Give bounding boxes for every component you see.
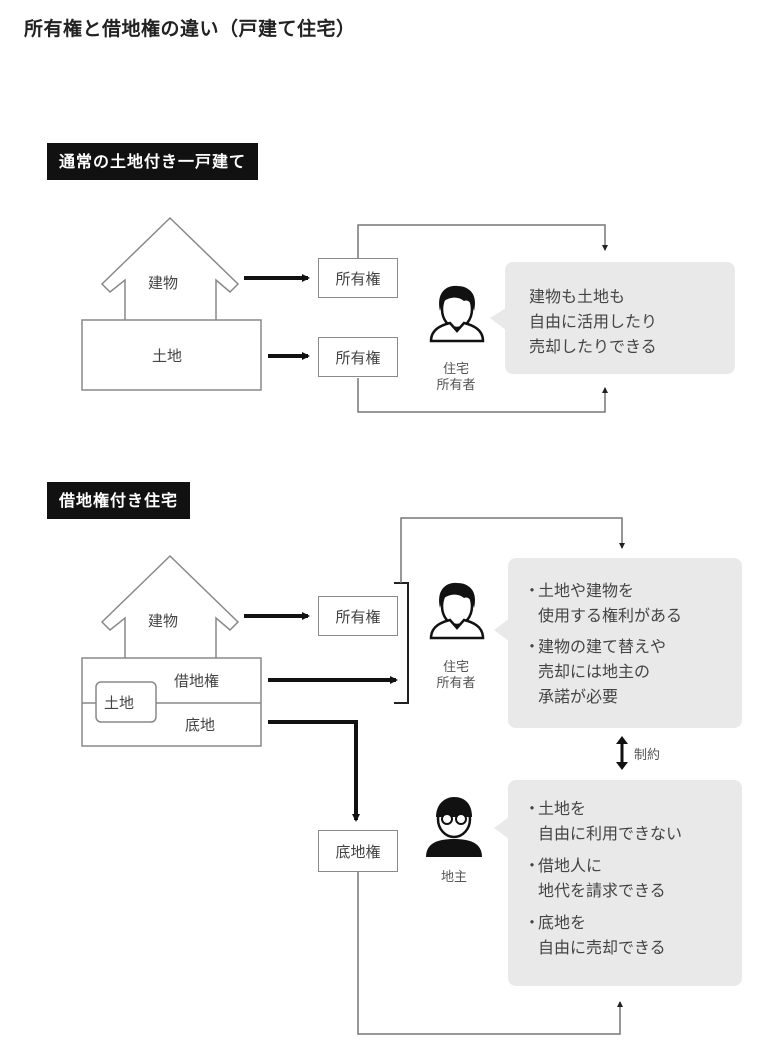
owner-label-line1: 住宅: [442, 660, 469, 675]
arrow-underlying-to-rights: [268, 720, 360, 822]
person-icon: [429, 285, 485, 343]
bubble-line: 土地を: [538, 799, 587, 818]
person-icon-owner-2: [429, 582, 485, 640]
bubble-line: 土地や建物を: [538, 581, 635, 600]
bubble-line: 底地を: [538, 913, 587, 932]
person-label-1: 住宅 所有者: [416, 362, 496, 394]
constraint-label: 制約: [634, 748, 661, 763]
underlying-right-box: 底地権: [318, 830, 398, 872]
speech-bubble-1: 建物も土地も 自由に活用したり 売却したりできる: [505, 262, 735, 374]
owner-label-2: 住宅 所有者: [416, 660, 496, 692]
bullet: ・: [524, 856, 541, 875]
bubble-item: ・ 底地を 自由に売却できる: [524, 910, 742, 960]
house-outline-1: [81, 216, 262, 391]
building-label-1: 建物: [148, 274, 179, 292]
bullet: ・: [524, 637, 541, 656]
owner-label-line2: 所有者: [436, 676, 476, 691]
ownership-box-building-1: 所有権: [318, 258, 398, 298]
bullet: ・: [524, 913, 541, 932]
bubble-item: ・ 借地人に 地代を請求できる: [524, 853, 742, 903]
leasehold-label: 借地権: [174, 672, 220, 690]
bubble-item: ・ 土地や建物を 使用する権利がある: [524, 578, 742, 628]
bubble-line: 自由に売却できる: [538, 938, 666, 957]
bubble-line: 地代を請求できる: [538, 881, 666, 900]
bullet: ・: [524, 799, 541, 818]
connector-top-1: [357, 224, 608, 258]
bubble-line: 自由に活用したり: [529, 312, 658, 331]
landlord-icon: [426, 797, 482, 857]
bubble-line: 売却には地主の: [538, 662, 651, 681]
person-label-line1: 住宅: [442, 362, 469, 377]
bubble-line: 建物も土地も: [529, 287, 626, 306]
speech-bubble-landlord: ・ 土地を 自由に利用できない ・ 借地人に 地代を請求できる ・ 底地を 自由…: [508, 780, 742, 986]
land-label-1: 土地: [152, 347, 183, 365]
bubble-line: 売却したりできる: [529, 337, 657, 356]
section-label-normal: 通常の土地付き一戸建て: [47, 143, 259, 180]
bubble-tail-2: [494, 618, 510, 642]
ownership-box-land-1: 所有権: [318, 337, 398, 377]
bubble-tail-1: [490, 308, 506, 330]
bubble-line: 借地人に: [538, 856, 603, 875]
person-label-line2: 所有者: [436, 378, 476, 393]
landlord-label: 地主: [440, 870, 467, 885]
bubble-line: 建物の建て替えや: [538, 637, 667, 656]
bubble-line: 承諾が必要: [538, 687, 619, 706]
bubble-line: 使用する権利がある: [538, 606, 683, 625]
speech-bubble-owner: ・ 土地や建物を 使用する権利がある ・ 建物の建て替えや 売却には地主の 承諾…: [508, 558, 742, 728]
section-label-leasehold: 借地権付き住宅: [47, 482, 191, 519]
bullet: ・: [524, 581, 541, 600]
page-title: 所有権と借地権の違い（戸建て住宅）: [24, 18, 356, 40]
bubble-tail-3: [494, 816, 510, 840]
building-label-2: 建物: [148, 612, 179, 630]
bubble-item: ・ 建物の建て替えや 売却には地主の 承諾が必要: [524, 634, 742, 709]
bubble-line: 自由に利用できない: [538, 824, 683, 843]
underlying-land-label: 底地: [185, 716, 216, 734]
connector-top-2: [400, 517, 625, 583]
house-outline-2: [81, 554, 262, 747]
connector-bottom-2: [357, 872, 623, 1035]
connector-bottom-1: [357, 378, 608, 413]
land-label-2: 土地: [104, 694, 135, 712]
bubble-item: ・ 土地を 自由に利用できない: [524, 796, 742, 846]
ownership-box-building-2: 所有権: [318, 596, 398, 636]
